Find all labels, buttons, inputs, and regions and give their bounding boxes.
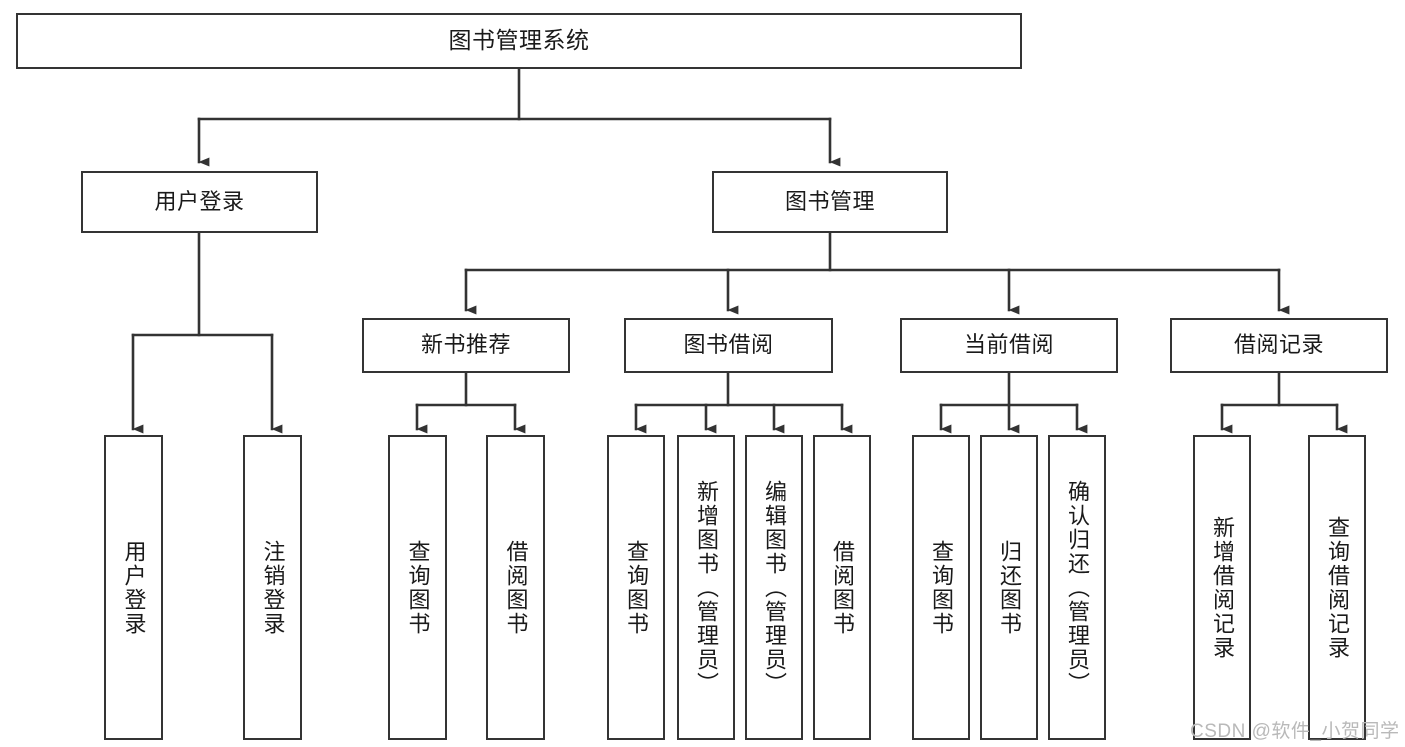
node-borrow-record[interactable]: 借阅记录 (1170, 318, 1388, 373)
node-label: 借阅图书 (503, 539, 529, 636)
node-label: 新增图书（管理员） (693, 479, 719, 696)
node-label: 图书管理系统 (448, 27, 590, 54)
leaf-add-record[interactable]: 新增借阅记录 (1193, 435, 1251, 740)
leaf-query-book-1[interactable]: 查询图书 (388, 435, 447, 740)
leaf-query-book-2[interactable]: 查询图书 (607, 435, 665, 740)
leaf-edit-book[interactable]: 编辑图书（管理员） (745, 435, 803, 740)
node-new-book-recommend[interactable]: 新书推荐 (362, 318, 570, 373)
leaf-query-book-3[interactable]: 查询图书 (912, 435, 970, 740)
node-label: 借阅图书 (829, 539, 855, 636)
node-label: 查询图书 (405, 539, 431, 636)
node-user-login[interactable]: 用户登录 (81, 171, 318, 233)
leaf-return-book[interactable]: 归还图书 (980, 435, 1038, 740)
leaf-user-login[interactable]: 用户登录 (104, 435, 163, 740)
leaf-confirm-return[interactable]: 确认归还（管理员） (1048, 435, 1106, 740)
node-book-manage[interactable]: 图书管理 (712, 171, 948, 233)
node-label: 当前借阅 (963, 332, 1054, 358)
node-label: 查询借阅记录 (1324, 515, 1350, 660)
node-label: 查询图书 (623, 539, 649, 636)
node-label: 用户登录 (154, 188, 245, 214)
leaf-borrow-book-2[interactable]: 借阅图书 (813, 435, 871, 740)
node-label: 归还图书 (996, 539, 1022, 636)
node-label: 确认归还（管理员） (1064, 479, 1090, 696)
leaf-logout-login[interactable]: 注销登录 (243, 435, 302, 740)
node-label: 查询图书 (928, 539, 954, 636)
node-root-system[interactable]: 图书管理系统 (16, 13, 1022, 69)
node-label: 借阅记录 (1233, 332, 1324, 358)
leaf-query-record[interactable]: 查询借阅记录 (1308, 435, 1366, 740)
node-label: 图书管理 (784, 188, 875, 214)
leaf-add-book[interactable]: 新增图书（管理员） (677, 435, 735, 740)
node-label: 图书借阅 (683, 332, 774, 358)
node-label: 注销登录 (260, 539, 286, 636)
node-label: 用户登录 (121, 539, 147, 636)
csdn-watermark: CSDN @软件_小贺同学 (1190, 721, 1400, 742)
node-label: 新增借阅记录 (1209, 515, 1235, 660)
node-current-borrow[interactable]: 当前借阅 (900, 318, 1118, 373)
node-label: 编辑图书（管理员） (761, 479, 787, 696)
node-label: 新书推荐 (420, 332, 511, 358)
leaf-borrow-book-1[interactable]: 借阅图书 (486, 435, 545, 740)
node-book-borrow[interactable]: 图书借阅 (624, 318, 833, 373)
